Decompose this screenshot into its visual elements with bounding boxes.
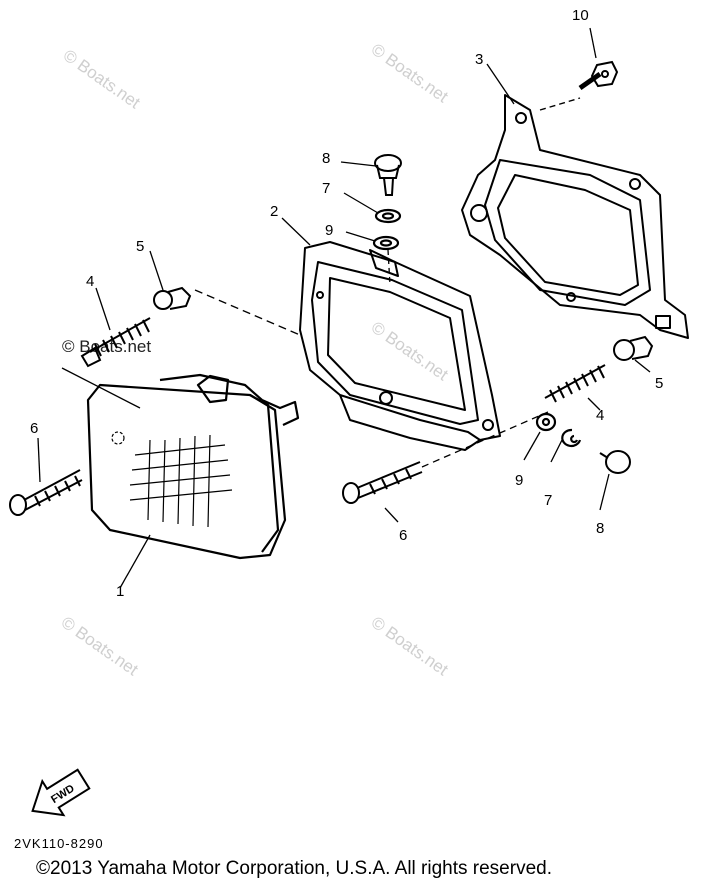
callout-5-right: 5 — [655, 375, 663, 392]
watermark: © Boats.net — [368, 318, 452, 385]
callout-7-top: 7 — [322, 180, 330, 197]
callout-9-top: 9 — [325, 222, 333, 239]
callout-8-top: 8 — [322, 150, 330, 167]
callout-3: 3 — [475, 51, 483, 68]
watermark: © Boats.net — [60, 46, 144, 113]
callout-6-left: 6 — [30, 420, 38, 437]
part-8-screw-top — [374, 154, 402, 196]
callout-4-left: 4 — [86, 273, 94, 290]
part-5-nut-right — [613, 335, 654, 361]
part-7-washer-right — [561, 428, 582, 448]
diagram-code: 2VK110-8290 — [14, 836, 104, 851]
watermark: © Boats.net — [368, 40, 452, 107]
fwd-arrow-icon: FWD — [31, 768, 91, 817]
copyright-notice: ©2013 Yamaha Motor Corporation, U.S.A. A… — [36, 858, 552, 879]
callout-5-left: 5 — [136, 238, 144, 255]
part-9-washer-top — [372, 235, 400, 251]
watermark: © Boats.net — [58, 613, 142, 680]
callout-7-right: 7 — [544, 492, 552, 509]
part-10-bolt — [578, 60, 619, 91]
callout-10: 10 — [572, 7, 589, 24]
part-5-nut-left — [153, 286, 192, 310]
callout-4-right: 4 — [596, 407, 604, 424]
watermark: © Boats.net — [368, 613, 452, 680]
callout-6-right: 6 — [399, 527, 407, 544]
callout-9-right: 9 — [515, 472, 523, 489]
part-8-screw-right — [599, 450, 631, 474]
part-2-frame — [299, 241, 501, 451]
part-3-housing — [461, 94, 689, 339]
part-7-washer-top — [374, 208, 402, 224]
part-6-screw-left — [9, 469, 83, 516]
part-4-spring-left — [80, 317, 151, 368]
callout-2: 2 — [270, 203, 278, 220]
leader-line — [61, 367, 141, 409]
part-4-spring-right — [544, 364, 606, 403]
part-6-screw-right — [342, 411, 549, 504]
leader-dashed — [194, 289, 301, 336]
part-1-headlight — [86, 373, 300, 560]
callout-leaders — [37, 27, 651, 589]
callout-8-right: 8 — [596, 520, 604, 537]
leader-dashed — [387, 249, 391, 286]
callout-1: 1 — [116, 583, 124, 600]
part-9-washer-right — [535, 412, 557, 432]
